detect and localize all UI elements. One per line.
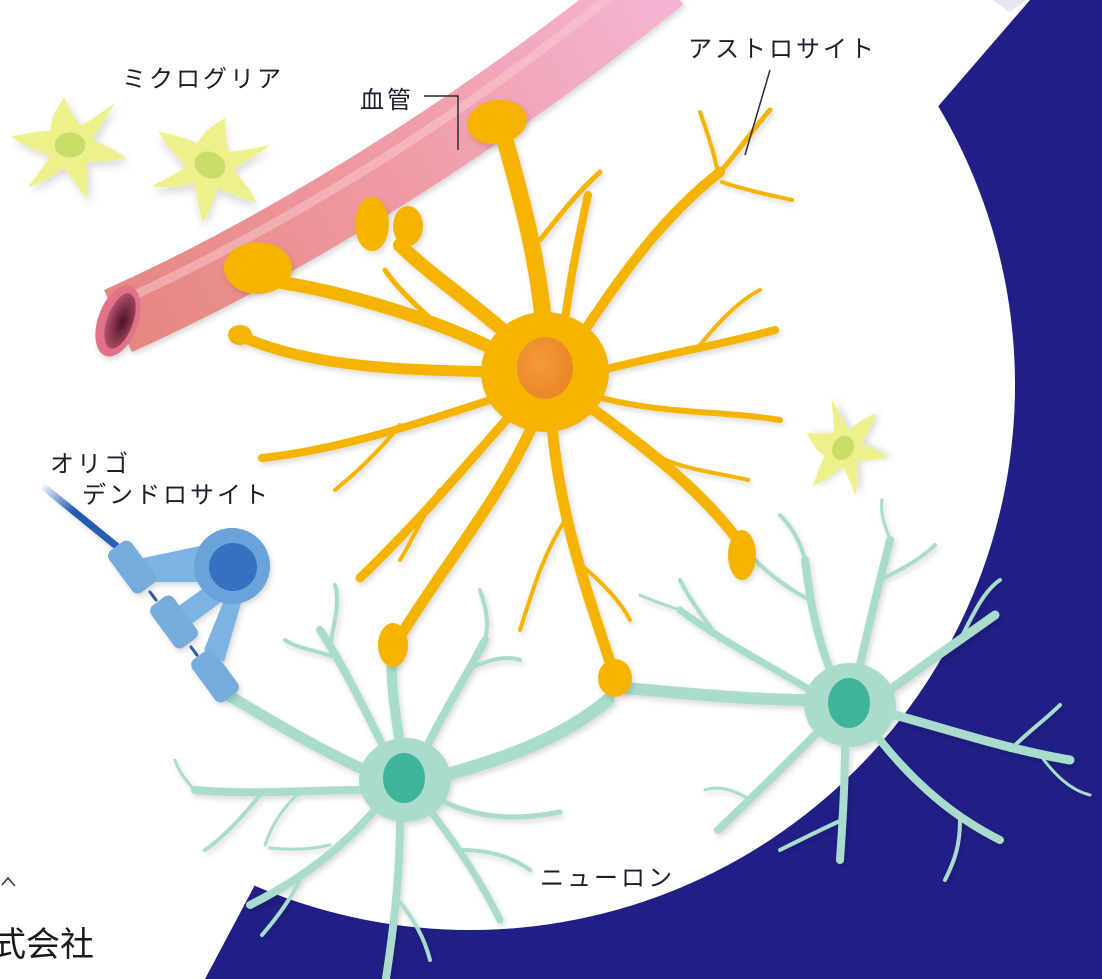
endfoot — [224, 242, 292, 294]
microglia-label: ミクログリア — [122, 65, 284, 93]
endfoot — [228, 325, 252, 345]
endfoot — [378, 623, 408, 667]
endfoot — [728, 530, 756, 580]
endfoot — [598, 659, 632, 697]
oligodendrocyte-nucleus — [209, 543, 257, 591]
endfoot — [355, 197, 389, 251]
oligodendrocyte-label-line1: オリゴ — [50, 450, 131, 478]
endfoot — [393, 206, 423, 246]
corner-company-text: 式会社 — [0, 925, 94, 965]
microglia-nucleus — [55, 132, 86, 157]
astrocyte-label: アストロサイト — [688, 35, 877, 63]
neuron-2-nucleus — [828, 678, 870, 728]
neuron-1-nucleus — [383, 753, 425, 803]
oligodendrocyte-label-line2: デンドロサイト — [82, 481, 271, 509]
neuron-label: ニューロン — [540, 864, 675, 892]
blood-vessel-label: 血管 — [360, 86, 414, 114]
astrocyte-nucleus — [517, 337, 573, 399]
dendrite — [195, 790, 365, 792]
